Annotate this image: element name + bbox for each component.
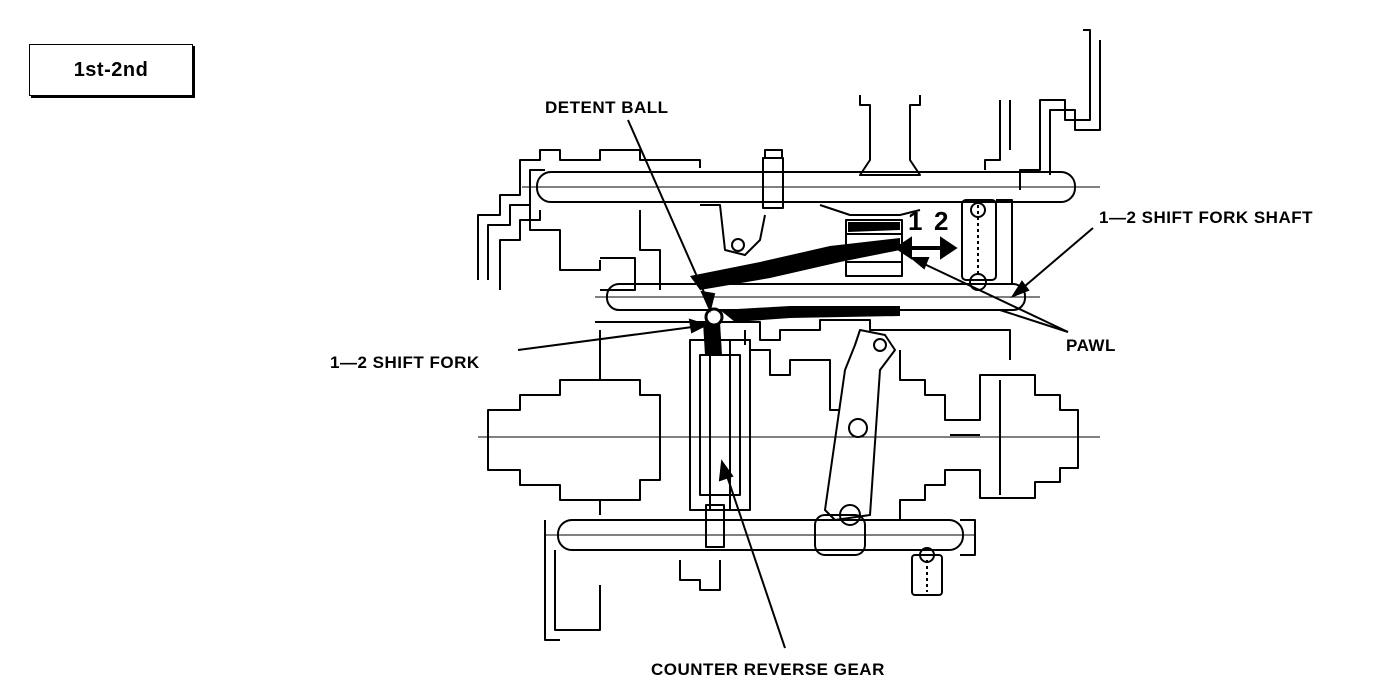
label-pawl: PAWL: [1066, 336, 1116, 355]
gear-housing-outline: [595, 319, 1011, 360]
shaded-linkage-upper: [690, 238, 900, 290]
leader-shift-fork-shaft: [1017, 227, 1094, 293]
leader-pawl-2: [999, 309, 1069, 333]
lower-reverse-shaft: [545, 504, 975, 556]
housing-outline-upper-left: [477, 149, 701, 280]
leader-pawl-1: [919, 261, 1069, 333]
shaded-fork-tip: [703, 322, 722, 355]
position-label-2: 2: [934, 206, 949, 236]
detent-spring-assembly: [961, 199, 1013, 291]
diagram-title-box: 1st-2nd: [29, 44, 193, 96]
housing-outline-upper-right: [1019, 29, 1091, 190]
counter-reverse-gear: [689, 330, 751, 511]
label-shift-fork-shaft: 1—2 SHIFT FORK SHAFT: [1099, 208, 1314, 227]
label-shift-fork: 1—2 SHIFT FORK: [330, 353, 480, 372]
position-label-1: 1: [908, 206, 923, 236]
right-gear-cluster: [750, 349, 1079, 520]
diagram-title: 1st-2nd: [73, 58, 149, 81]
label-detent-ball: DETENT BALL: [545, 98, 669, 117]
reverse-shift-lever: [824, 329, 896, 526]
shaded-fork-pad: [720, 306, 900, 322]
leader-counter-reverse-gear: [724, 469, 786, 649]
detent-ball: [704, 307, 724, 327]
upper-selector-shaft: [522, 149, 1100, 209]
leader-shift-fork: [517, 325, 701, 351]
shaded-sleeve-inner: [848, 222, 900, 232]
leader-detent-ball: [627, 119, 711, 307]
label-counter-reverse-gear: COUNTER REVERSE GEAR: [651, 660, 885, 679]
lower-detent-spring: [911, 547, 943, 596]
